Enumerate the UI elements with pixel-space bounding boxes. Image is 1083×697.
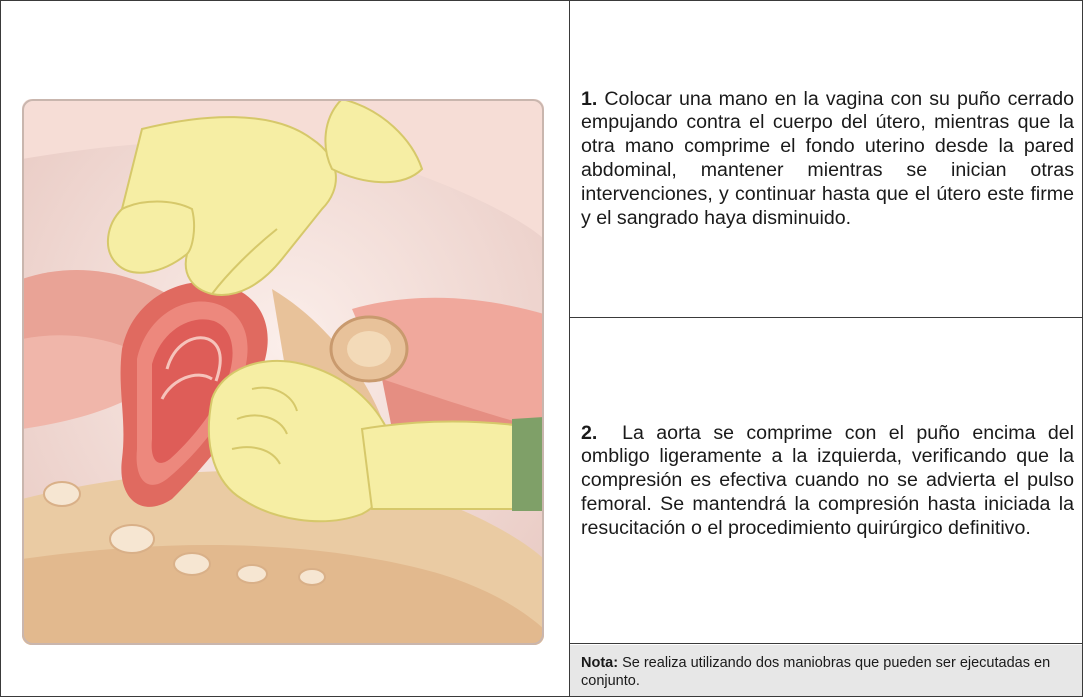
note-cell: Nota: Se realiza utilizando dos maniobra… [570, 645, 1082, 696]
step-1-text: 1. Colocar una mano en la vagina con su … [581, 88, 1074, 231]
note-label: Nota: [581, 655, 619, 671]
step-2-number: 2. [581, 421, 598, 444]
illustration-cell [1, 1, 570, 696]
note-body: Se realiza utilizando dos maniobras que … [581, 655, 1051, 689]
instructions-column: 1. Colocar una mano en la vagina con su … [570, 1, 1082, 696]
step-1-cell: 1. Colocar una mano en la vagina con su … [570, 1, 1082, 318]
step-1-body: Colocar una mano en la vagina con su puñ… [581, 87, 1074, 229]
step-1-number: 1. [581, 87, 598, 110]
step-2-text: 2. La aorta se comprime con el puño enci… [581, 422, 1074, 541]
bimanual-compression-illustration [22, 99, 544, 645]
step-2-body: La aorta se comprime con el puño encima … [581, 421, 1075, 539]
step-2-cell: 2. La aorta se comprime con el puño enci… [570, 319, 1082, 644]
note-text: Nota: Se realiza utilizando dos maniobra… [581, 654, 1074, 690]
